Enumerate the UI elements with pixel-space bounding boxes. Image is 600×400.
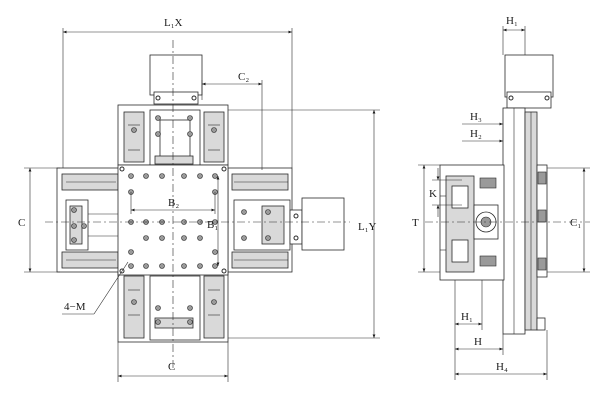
label-b1: B₁ [207, 219, 218, 231]
side-top-motor [504, 54, 554, 109]
dim-h4 [454, 330, 548, 380]
label-h: H [474, 336, 482, 348]
dim-b2 [130, 192, 216, 214]
label-k: K [429, 188, 437, 200]
dim-t [418, 164, 440, 273]
dim-h [454, 330, 504, 355]
front-view: L₁X C₂ C C B₂ [18, 17, 380, 382]
side-carriage [439, 164, 505, 281]
dim-k [432, 168, 462, 217]
dim-l1y [228, 109, 380, 339]
dim-c-bottom [117, 342, 229, 382]
side-view: H₁ H₃ H₂ K T C₁ [412, 15, 590, 380]
label-c2: C₂ [238, 71, 249, 83]
label-h4: H₄ [496, 361, 508, 373]
dim-h1-low [454, 280, 483, 330]
side-stage-body [502, 107, 548, 335]
right-rail [227, 167, 293, 273]
label-h1-low: H₁ [461, 311, 473, 323]
label-c1: C₁ [570, 217, 581, 229]
left-rail [56, 167, 122, 273]
label-c-left: C [18, 217, 25, 229]
label-t: T [412, 217, 419, 229]
label-h3: H₃ [470, 111, 482, 123]
right-motor [289, 197, 345, 251]
dim-h1-top [502, 26, 526, 55]
label-c-bottom: C [168, 361, 175, 373]
label-4m: 4−M [64, 301, 86, 313]
label-b2: B₂ [168, 197, 179, 209]
label-h2: H₂ [470, 128, 482, 140]
label-l1y: L₁Y [358, 221, 377, 233]
dim-l1x [62, 28, 293, 168]
dim-c-left [24, 167, 60, 273]
dim-c1 [547, 167, 590, 273]
dim-c2 [201, 80, 263, 170]
leader-4m [62, 261, 129, 315]
top-motor [149, 54, 203, 105]
label-h1-top: H₁ [506, 15, 518, 27]
label-l1x: L₁X [164, 17, 183, 29]
